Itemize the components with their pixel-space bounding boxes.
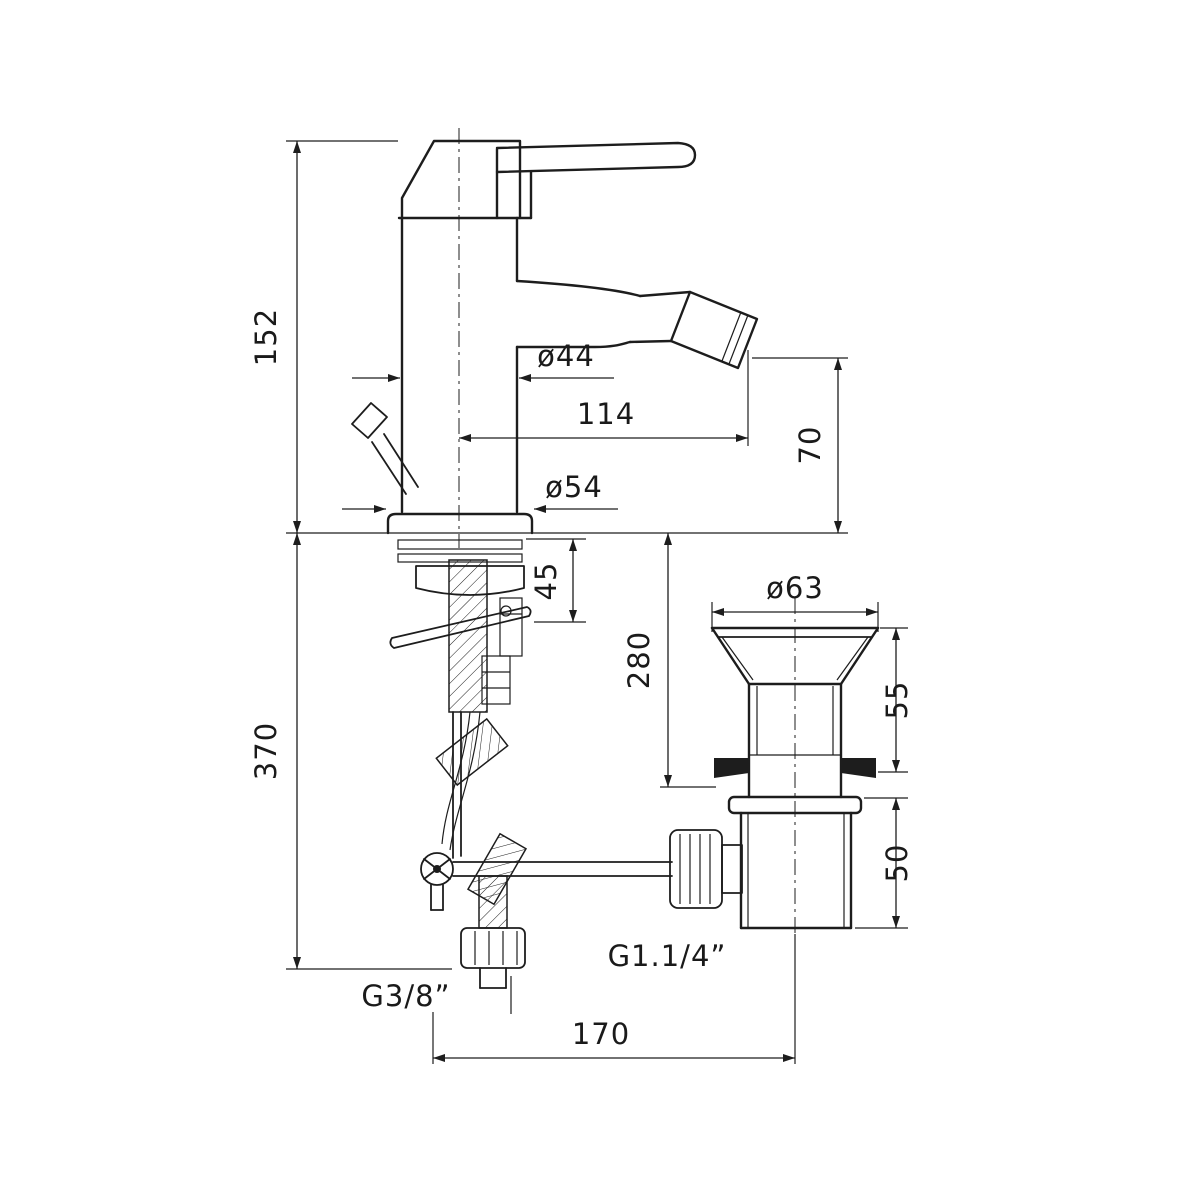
centerlines: [458, 128, 796, 1064]
dim-55-label: 55: [880, 681, 914, 720]
dim-170-label: 170: [572, 1017, 630, 1051]
supply-thread-label: G3/8”: [361, 979, 450, 1013]
waste-assembly: [669, 626, 880, 930]
dimension-50: 50: [855, 797, 914, 929]
dimension-45: 45: [526, 538, 586, 623]
dim-63-label: ø63: [766, 571, 824, 605]
dimension-370: 370: [249, 533, 452, 970]
dimension-170: 170: [432, 934, 796, 1064]
dim-44-label: ø44: [537, 339, 595, 373]
dim-370-label: 370: [249, 722, 283, 780]
waste-thread-label: G1.1/4”: [608, 939, 727, 973]
dim-45-label: 45: [529, 562, 563, 601]
supply-plumbing: [420, 711, 673, 989]
thread-labels: G3/8” G1.1/4”: [361, 939, 727, 1013]
dimension-63: ø63: [711, 571, 879, 632]
fixing-hardware: [389, 539, 532, 713]
dim-54-label: ø54: [545, 470, 603, 504]
faucet-outline: [351, 139, 759, 535]
dim-70-label: 70: [793, 426, 827, 465]
dimension-54: ø54: [342, 470, 618, 513]
dimension-70: 70: [752, 357, 848, 533]
dim-152-label: 152: [249, 308, 283, 366]
dimension-152: 152: [249, 140, 398, 533]
dimension-114: 114: [459, 350, 749, 446]
dimension-44: ø44: [352, 339, 614, 382]
dim-280-label: 280: [622, 631, 656, 689]
dim-114-label: 114: [577, 397, 635, 431]
dim-50-label: 50: [880, 844, 914, 883]
dimension-55: 55: [878, 627, 914, 773]
dimension-280: 280: [622, 533, 716, 788]
